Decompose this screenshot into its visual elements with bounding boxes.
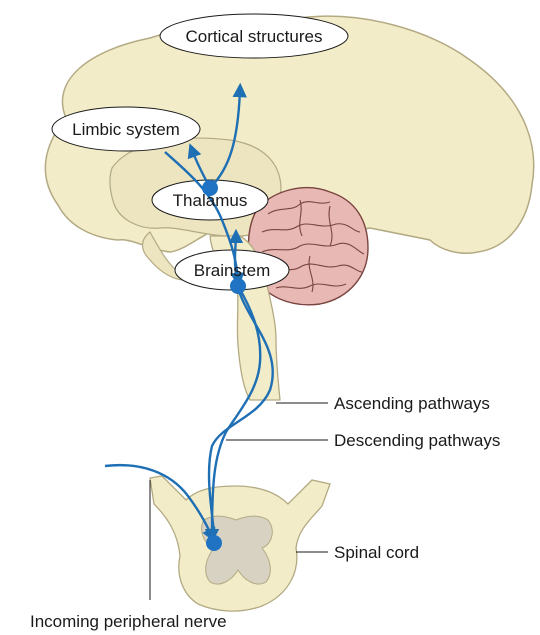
descending-label: Descending pathways (334, 431, 500, 450)
thalamus-label: Thalamus (173, 191, 248, 210)
spinal-node (206, 535, 222, 551)
cortical-label: Cortical structures (186, 27, 323, 46)
brainstem-node (230, 278, 246, 294)
peripheral-nerve-label: Incoming peripheral nerve (30, 612, 227, 631)
spinal-cord-label: Spinal cord (334, 543, 419, 562)
limbic-label: Limbic system (72, 120, 180, 139)
ascending-label: Ascending pathways (334, 394, 490, 413)
brainstem-label: Brainstem (194, 261, 271, 280)
